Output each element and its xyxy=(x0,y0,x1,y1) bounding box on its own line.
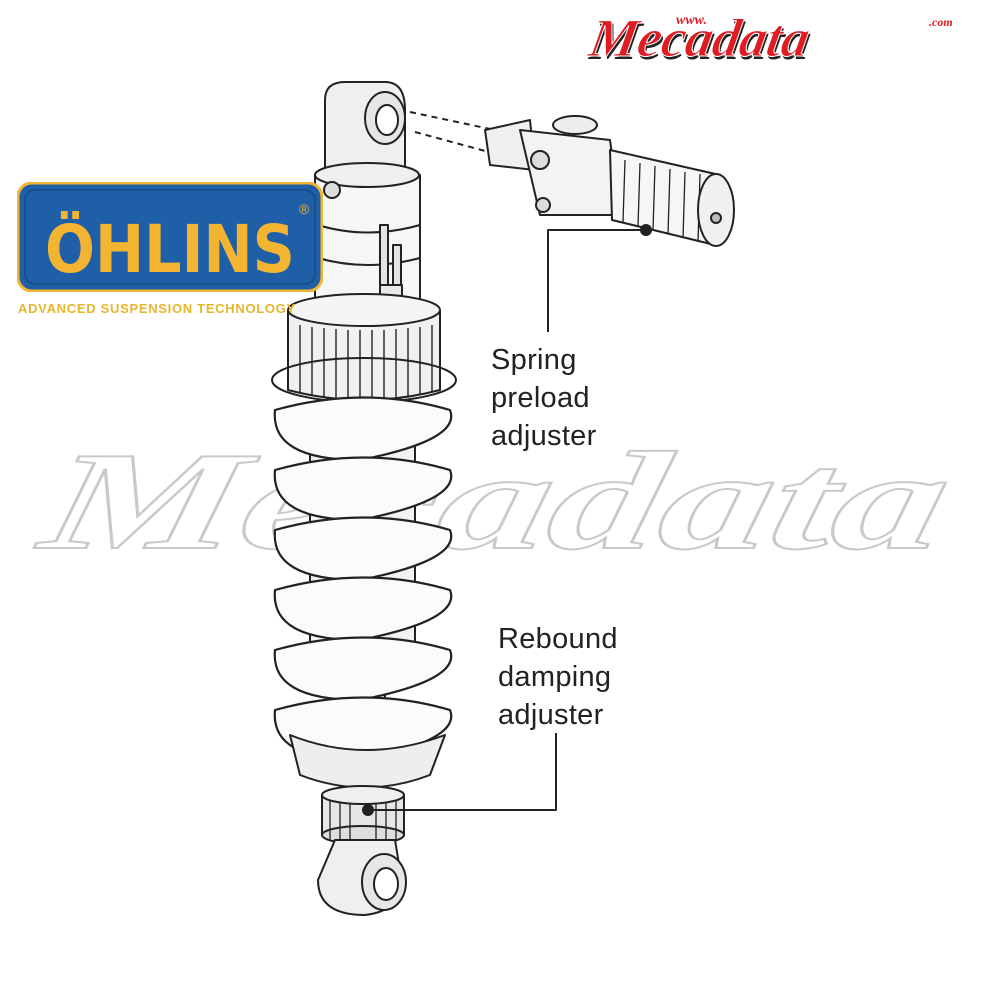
label-line: Rebound xyxy=(498,623,618,655)
coil-spring xyxy=(273,396,453,762)
mecadata-logo: www. .com Mecadata Mecadata xyxy=(584,8,953,66)
label-line: preload xyxy=(491,382,590,414)
ohlins-logo: ÖHLINS ® xyxy=(17,182,323,292)
mecadata-logo-suffix: .com xyxy=(929,15,953,29)
label-line: damping xyxy=(498,661,612,693)
mecadata-logo-text: Mecadata xyxy=(584,8,814,66)
shock-reservoir-body xyxy=(314,162,421,316)
rebound-leader-line xyxy=(368,733,557,811)
rebound-damping-adjuster-label: Rebound damping adjuster xyxy=(498,620,618,734)
ohlins-tagline: ADVANCED SUSPENSION TECHNOLOGY xyxy=(18,301,296,316)
label-line: adjuster xyxy=(491,420,597,452)
preload-collar xyxy=(271,293,457,403)
rebound-adjuster-ring xyxy=(321,785,405,845)
spring-preload-adjuster-label: Spring preload adjuster xyxy=(491,341,597,455)
mecadata-logo-text-shadow: Mecadata xyxy=(586,11,816,66)
mecadata-logo-prefix: www. xyxy=(676,13,707,28)
ohlins-wordmark: ÖHLINS xyxy=(45,211,295,288)
spring-preload-leader-line xyxy=(547,229,646,332)
watermark-text: Mecadata xyxy=(27,440,963,565)
top-eyelet xyxy=(324,81,406,176)
registered-mark: ® xyxy=(299,201,310,217)
mecadata-watermark: Mecadata xyxy=(26,440,964,565)
remote-preload-adjuster xyxy=(409,111,735,247)
lower-spring-seat xyxy=(289,734,446,789)
label-line: adjuster xyxy=(498,699,604,731)
bottom-eyelet xyxy=(317,839,407,916)
label-line: Spring xyxy=(491,344,577,376)
